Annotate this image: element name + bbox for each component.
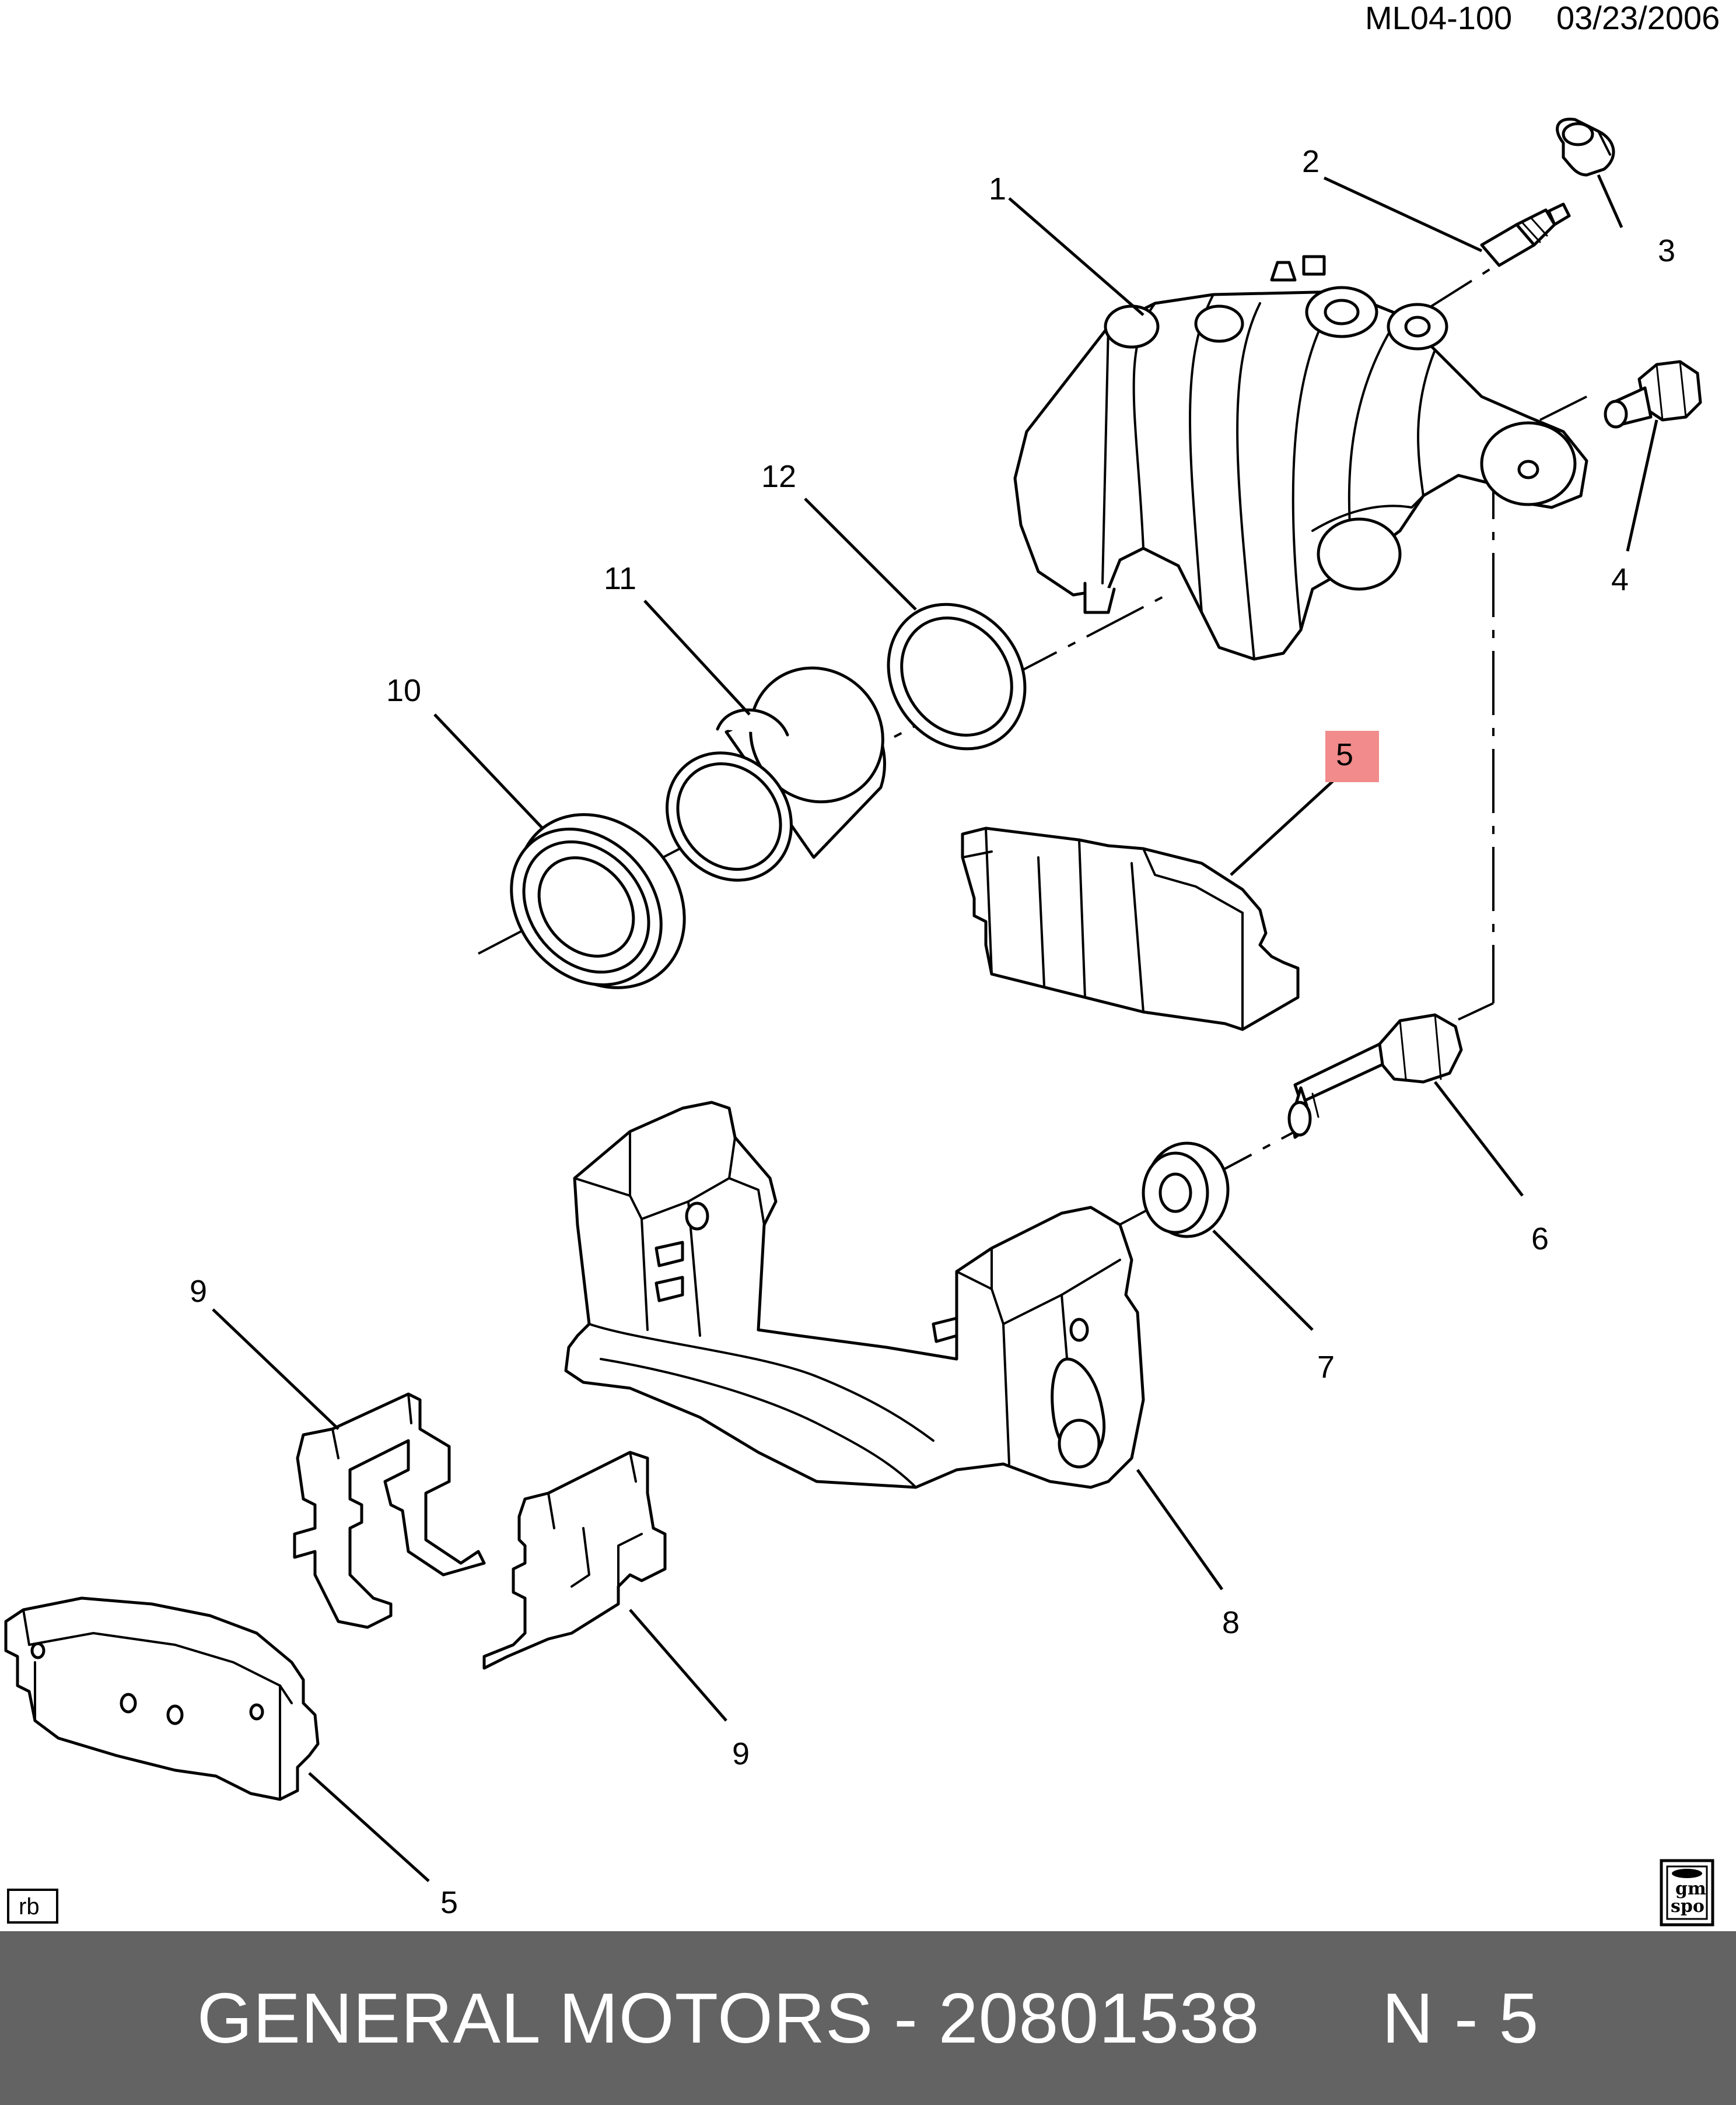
guide-pin-bolt[interactable]	[1287, 1013, 1463, 1139]
bleeder-valve[interactable]	[1480, 202, 1571, 267]
callout-5-top: 5	[1336, 737, 1353, 772]
leader-lines	[212, 174, 1658, 1882]
callout-8: 8	[1222, 1605, 1240, 1640]
callout-7: 7	[1317, 1350, 1335, 1385]
svg-text:spo: spo	[1671, 1896, 1704, 1917]
callouts: 1 2 3 4 5 6 7 8 9 9 10 11 12 5	[190, 144, 1675, 1920]
piston-boot[interactable]	[481, 781, 719, 1021]
caliper-piston[interactable]	[641, 641, 910, 905]
callout-4: 4	[1611, 562, 1629, 597]
anti-rattle-clip-left[interactable]	[293, 1392, 486, 1629]
callout-2: 2	[1302, 144, 1320, 179]
drawing-date: 03/23/2006	[1556, 0, 1720, 36]
footer-bar: GENERAL MOTORS - 20801538 N - 5	[0, 1931, 1736, 2105]
footer-title: GENERAL MOTORS - 20801538 N - 5	[197, 1978, 1539, 2058]
drawing-id: ML04-100	[1365, 0, 1512, 36]
callout-9-left: 9	[190, 1274, 207, 1309]
parts-diagram: ML04-100 03/23/2006	[4, 0, 1720, 1927]
rb-mark: rb	[7, 1889, 58, 1924]
callout-3: 3	[1658, 233, 1675, 268]
bleeder-cap[interactable]	[1556, 117, 1615, 177]
callout-5-highlight	[1325, 731, 1379, 782]
svg-text:rb: rb	[19, 1894, 40, 1920]
callout-10: 10	[386, 673, 421, 708]
svg-text:gm: gm	[1675, 1879, 1706, 1899]
callout-11: 11	[604, 561, 636, 596]
caliper-housing[interactable]	[1013, 255, 1588, 661]
callout-12: 12	[761, 459, 796, 494]
callout-9-right: 9	[732, 1736, 750, 1771]
brake-pad-inner[interactable]	[961, 826, 1300, 1031]
callout-6: 6	[1531, 1221, 1549, 1256]
callout-5-bottom: 5	[440, 1885, 458, 1920]
guide-pin-bushing[interactable]	[1142, 1141, 1230, 1238]
piston-seal[interactable]	[860, 577, 1052, 775]
brake-pad-outer[interactable]	[4, 1596, 320, 1801]
gm-spo-logo: gm spo	[1660, 1859, 1714, 1927]
caliper-bracket[interactable]	[564, 1101, 1145, 1489]
callout-1: 1	[989, 171, 1006, 206]
caliper-bolt[interactable]	[1604, 360, 1702, 429]
anti-rattle-clip-right[interactable]	[482, 1451, 667, 1670]
